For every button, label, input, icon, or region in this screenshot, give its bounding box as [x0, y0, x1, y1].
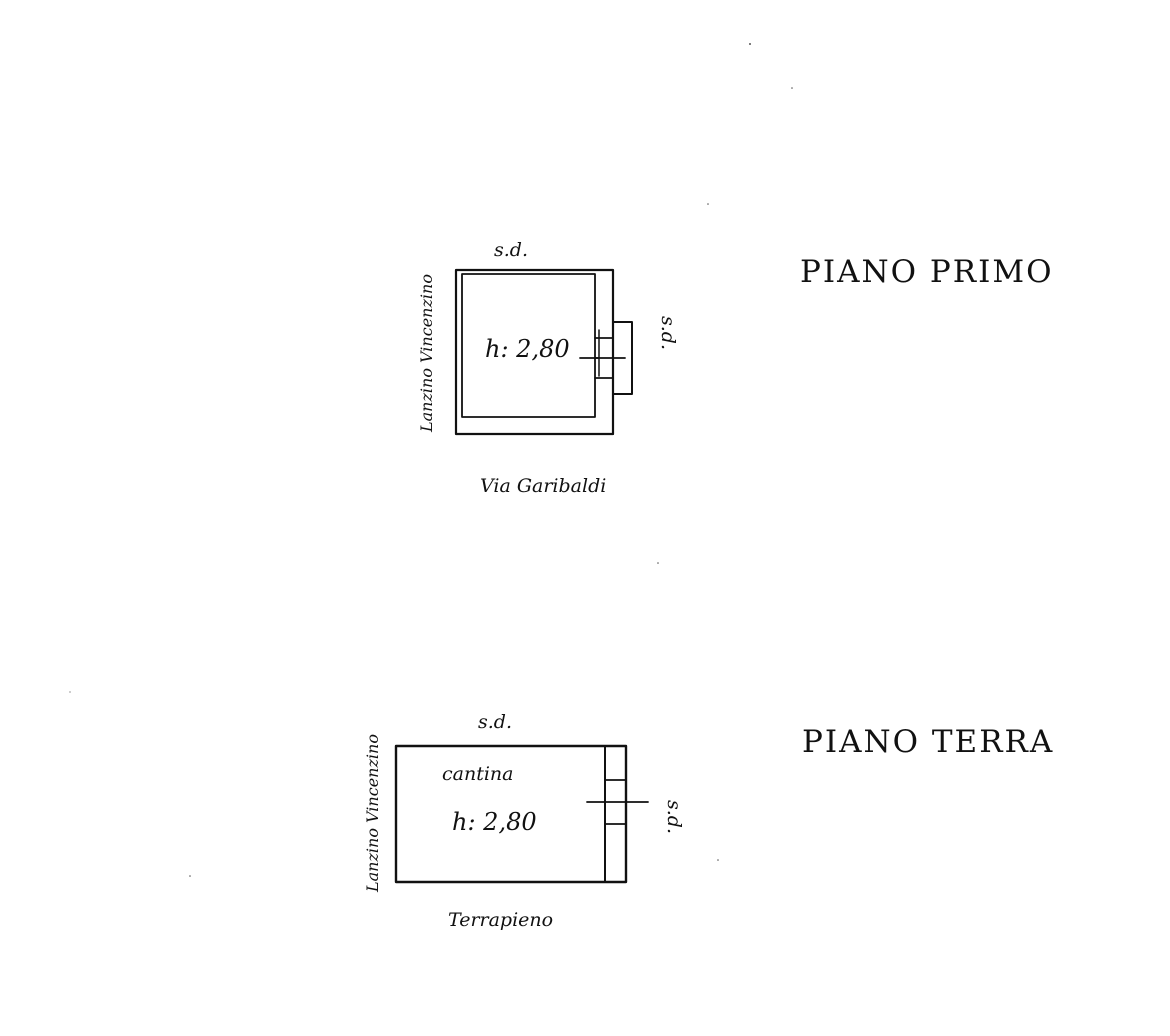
first-floor-inner-wall [461, 273, 596, 418]
first-floor-stair [579, 321, 633, 395]
ground-floor-south-label: Terrapieno [448, 909, 553, 931]
first-floor-north-label: s.d. [494, 239, 528, 261]
ground-floor-stair [586, 745, 649, 883]
ground-floor-height-label: h: 2,80 [452, 808, 537, 836]
ground-floor-east-label: s.d. [663, 800, 685, 834]
ground-floor-west-label: Lanzino Vincenzino [363, 734, 382, 893]
ground-floor-outer-wall [394, 744, 628, 884]
first-floor-title: PIANO PRIMO [800, 254, 1054, 290]
ground-floor-plan: PIANO TERRA s.d. Terrapieno Lanzino Vinc… [363, 711, 1054, 931]
ground-floor-north-label: s.d. [478, 711, 512, 733]
ground-floor-title: PIANO TERRA [802, 724, 1054, 760]
ground-floor-room-label: cantina [442, 763, 513, 785]
first-floor-plan: PIANO PRIMO s.d. Via Garibaldi Lanzino V… [417, 239, 1054, 497]
first-floor-east-label: s.d. [657, 316, 679, 350]
first-floor-west-label: Lanzino Vincenzino [417, 274, 436, 433]
first-floor-south-label: Via Garibaldi [480, 475, 606, 497]
first-floor-height-label: h: 2,80 [485, 335, 570, 363]
scan-specks [69, 43, 793, 877]
